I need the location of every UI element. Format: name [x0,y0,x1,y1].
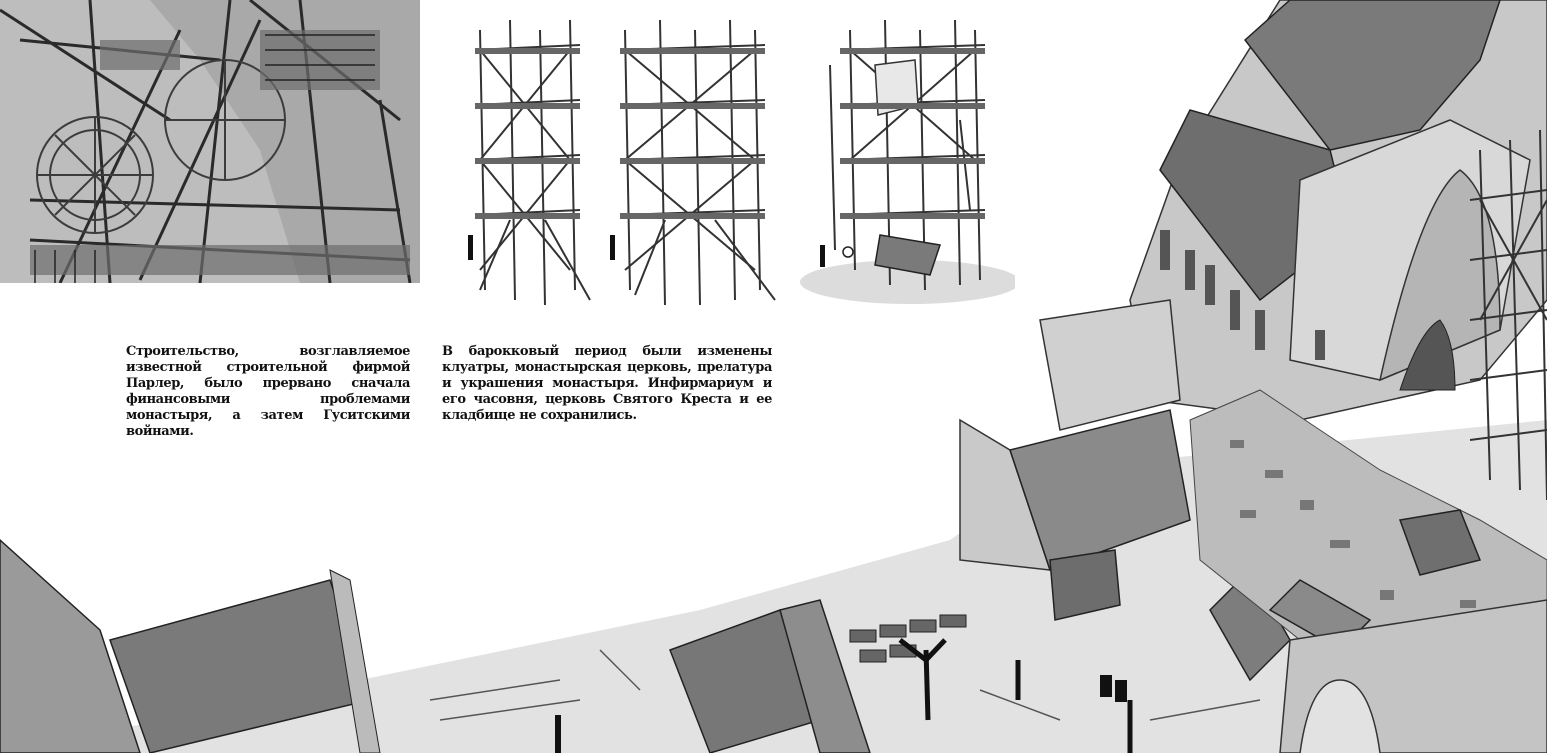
crane-sketch-panel [0,0,420,283]
paragraph-parler-construction: Строительство, возглавляемое известной с… [126,344,410,439]
scaffold-tower-3 [800,20,1015,304]
crane-sketch-image [0,0,420,283]
scaffold-tower-2 [610,20,776,306]
paragraph-baroque-period: В барокковый период были изменены клуатр… [442,344,772,423]
scaffold-tower-1 [468,20,591,306]
